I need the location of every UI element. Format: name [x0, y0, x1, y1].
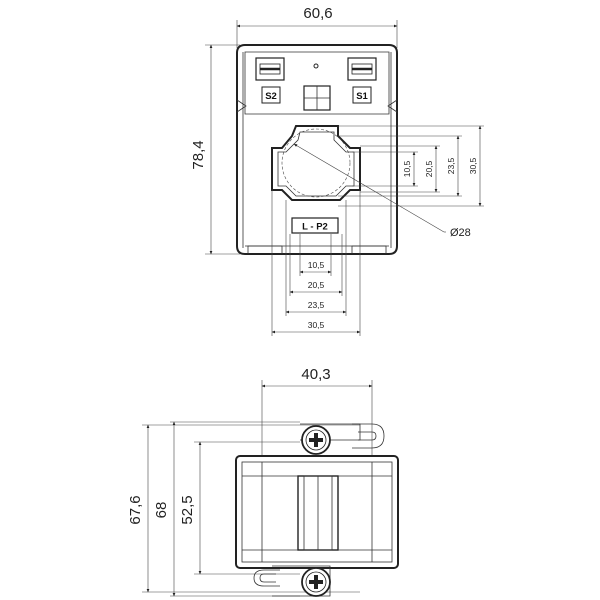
side-width-dimension: 40,3 — [261, 366, 373, 458]
side-height-2: 68 — [153, 502, 170, 519]
window-h-dim-3: 23,5 — [308, 300, 325, 310]
top-view: 60,6 78,4 S2 S1 — [190, 5, 484, 336]
side-height-1: 67,6 — [127, 495, 144, 524]
side-width-label: 40,3 — [301, 366, 330, 383]
indicator-hole — [313, 63, 319, 69]
terminal-s1-label: S1 — [356, 91, 368, 102]
window-horizontal-dimensions: 10,5 20,5 23,5 30,5 — [271, 190, 361, 336]
product-label: L - P2 — [302, 222, 328, 233]
diameter-label: Ø28 — [450, 227, 471, 239]
height-label: 78,4 — [190, 140, 207, 169]
bottom-mounting-bracket — [253, 565, 331, 597]
diameter-callout: Ø28 — [293, 143, 471, 239]
side-height-dimensions: 67,6 68 52,5 — [127, 421, 360, 597]
primary-window — [271, 125, 361, 201]
window-h-dim-2: 20,5 — [308, 280, 325, 290]
window-vertical-dimensions: 10,5 20,5 23,5 30,5 — [338, 125, 484, 207]
terminal-s1: S1 — [347, 57, 377, 104]
side-height-3: 52,5 — [179, 495, 196, 524]
window-h-dim-1: 10,5 — [308, 260, 325, 270]
width-dimension: 60,6 — [236, 5, 398, 48]
window-h-dim-4: 30,5 — [308, 320, 325, 330]
window-v-dim-1: 10,5 — [402, 160, 412, 177]
window-v-dim-4: 30,5 — [468, 157, 478, 174]
side-view: 40,3 67,6 68 52,5 — [127, 366, 399, 597]
terminal-s2: S2 — [255, 57, 285, 104]
top-mounting-bracket — [300, 423, 385, 455]
height-dimension: 78,4 — [190, 44, 240, 255]
product-label-plate: L - P2 — [291, 217, 339, 234]
terminal-s2-label: S2 — [265, 91, 277, 102]
window-v-dim-2: 20,5 — [424, 160, 434, 177]
width-label: 60,6 — [303, 5, 332, 22]
window-v-dim-3: 23,5 — [446, 157, 456, 174]
housing-outline — [236, 44, 398, 255]
side-body — [235, 455, 399, 569]
